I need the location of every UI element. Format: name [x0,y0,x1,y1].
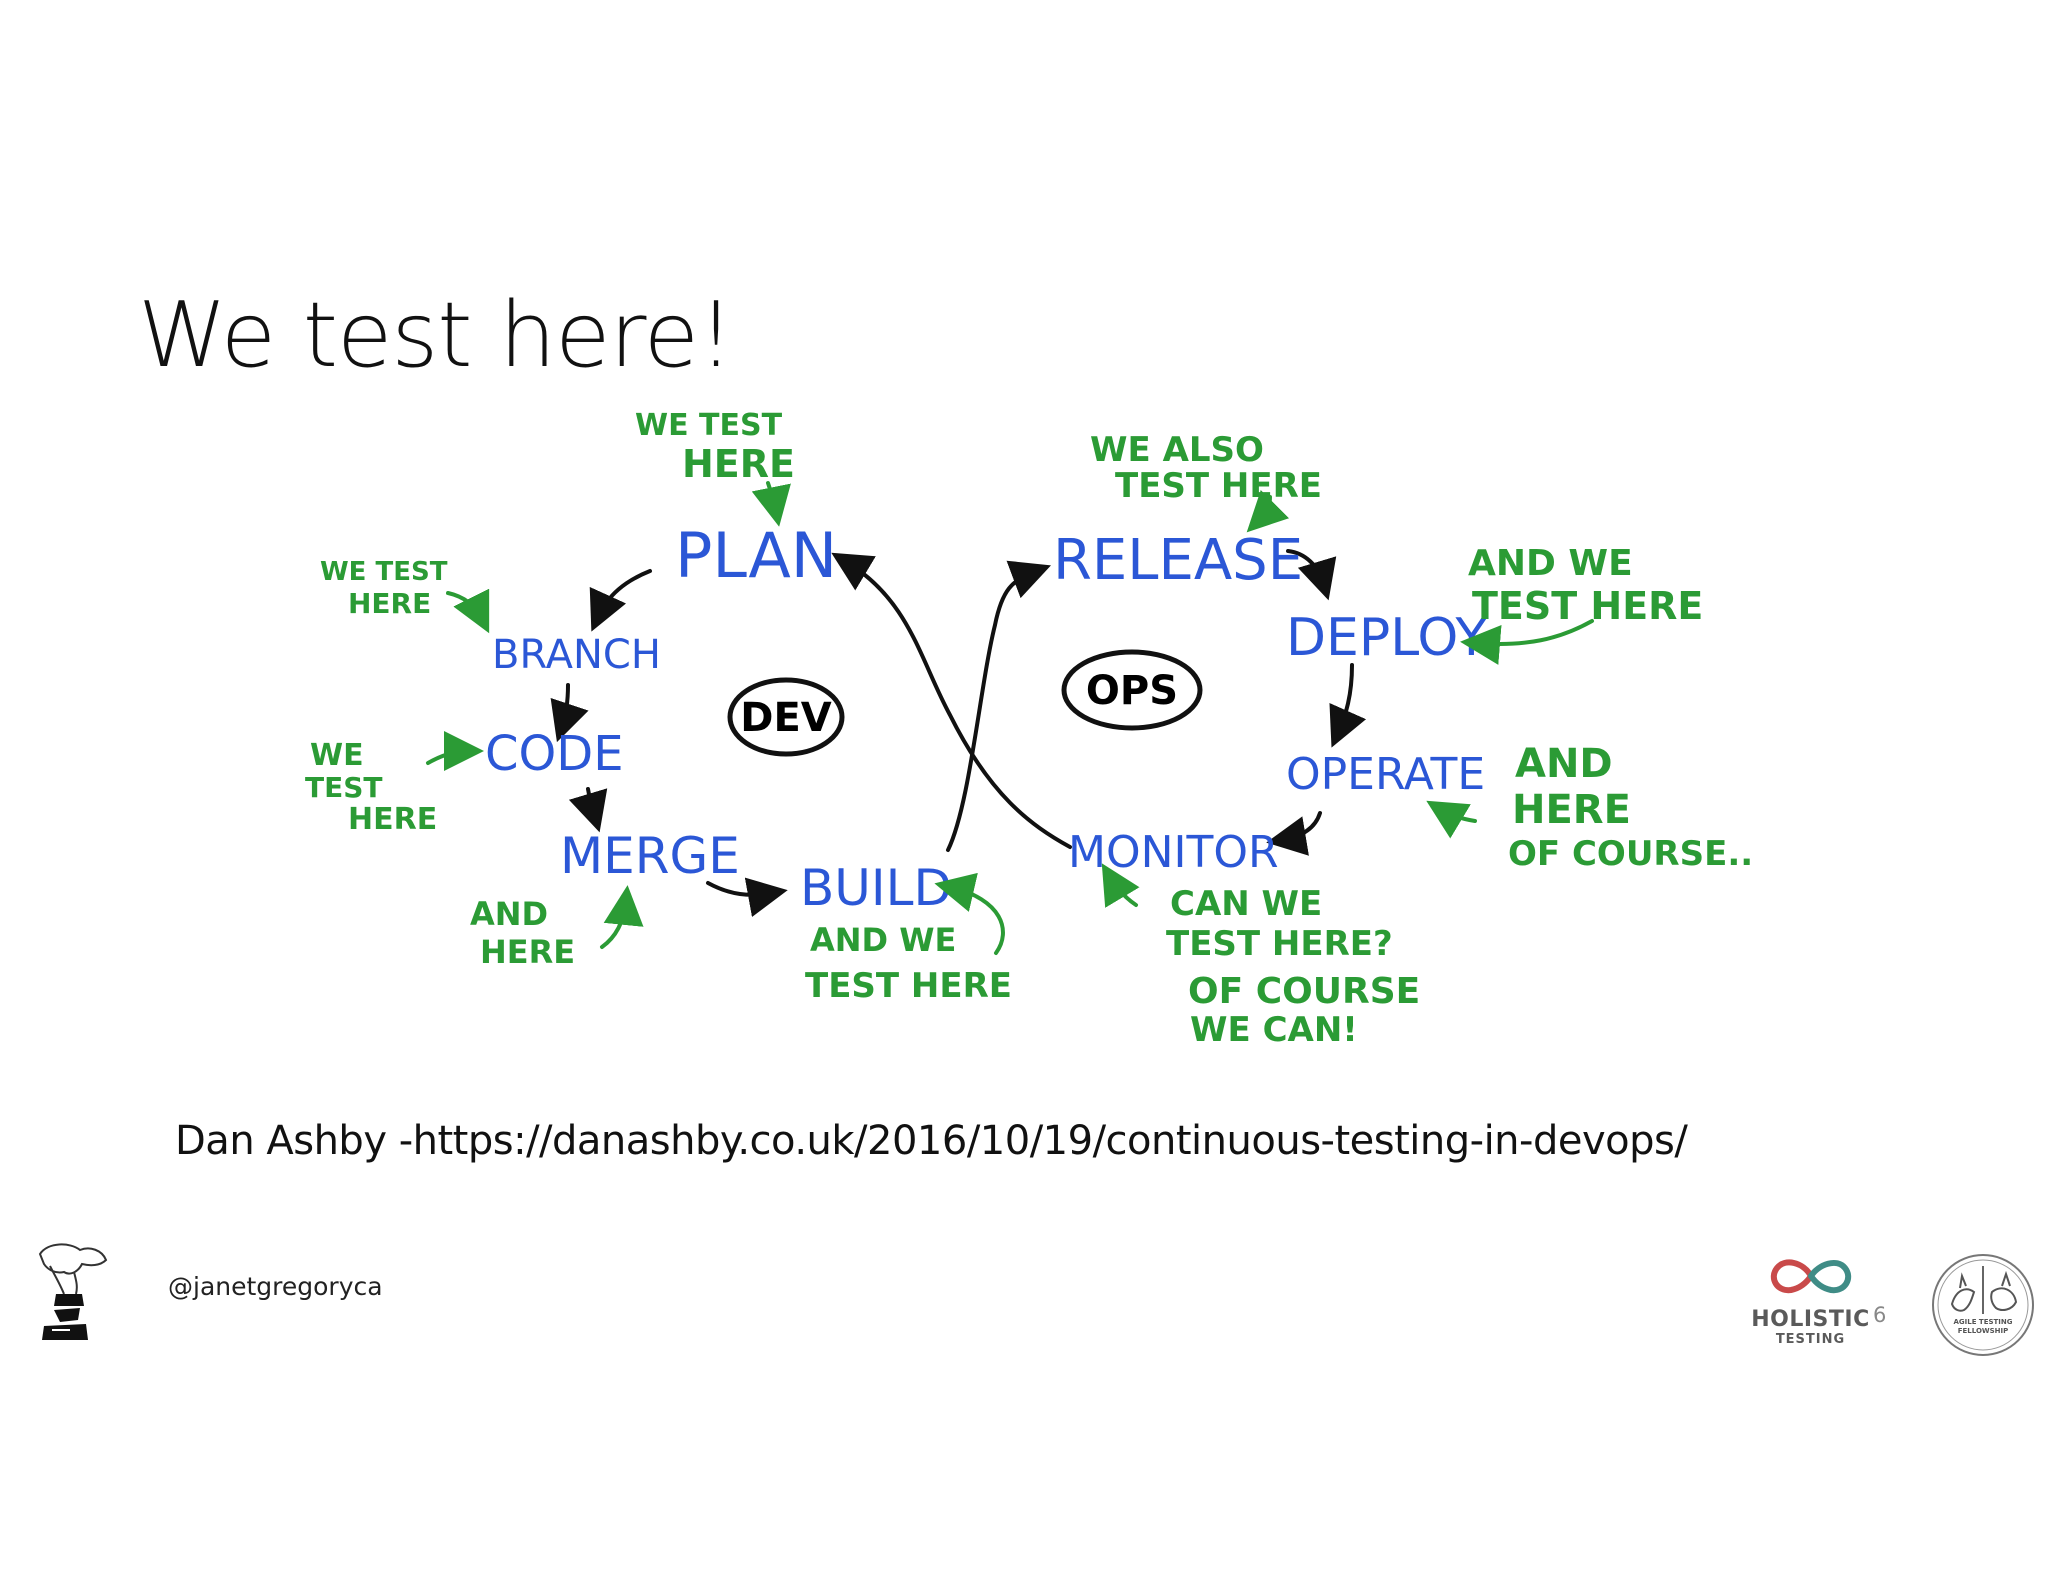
note-operate-line1: AND [1515,741,1613,787]
note-merge-line1: AND [470,895,548,933]
stage-deploy: DEPLOY [1286,608,1487,668]
note-deploy-line1: AND WE [1468,543,1633,584]
note-plan-line2: HERE [682,442,795,486]
note-branch-line2: HERE [348,587,431,620]
note-branch-arrow [448,593,482,619]
devops-loop-svg: DEV OPS PLAN BRANCH CODE MERGE BUILD REL… [290,385,1760,1060]
author-handle: @janetgregoryca [168,1272,383,1301]
note-build-arrow [950,887,1003,953]
note-code-line3: HERE [348,802,437,837]
note-release-line1: WE ALSO [1090,430,1264,470]
note-code-line2: TEST [305,771,383,804]
author-sketch-logo [30,1236,112,1346]
slide-title: We test here! [138,286,733,385]
holistic-sub: TESTING [1748,1332,1873,1347]
fellowship-text-1: AGILE TESTING [1953,1318,2012,1326]
infinity-icon [1763,1250,1859,1302]
note-monitor-line2: TEST HERE? [1166,924,1393,964]
page-number: 6 [1873,1303,1886,1327]
stage-merge: MERGE [560,827,740,885]
note-merge-line2: HERE [480,933,575,971]
fellowship-text-2: FELLOWSHIP [1958,1327,2009,1335]
deploy-to-operate-arrow [1338,665,1352,733]
stage-release: RELEASE [1053,528,1303,593]
stage-operate: OPERATE [1286,749,1485,800]
note-build-line2: TEST HERE [805,966,1012,1006]
note-merge-arrow [602,901,626,947]
note-release-line2: TEST HERE [1115,466,1322,506]
stage-build: BUILD [800,859,952,917]
ops-label: OPS [1086,668,1178,714]
stage-plan: PLAN [675,519,837,592]
branch-to-code-arrow [562,685,568,727]
note-plan-arrow [768,483,776,511]
stage-monitor: MONITOR [1068,827,1279,878]
note-monitor-line3: OF COURSE [1188,971,1420,1012]
stage-branch: BRANCH [492,632,661,678]
note-operate-arrow [1440,809,1475,821]
code-to-merge-arrow [588,789,595,817]
dev-label: DEV [740,695,832,741]
note-branch-line1: WE TEST [320,557,448,587]
holistic-testing-logo: HOLISTIC TESTING [1748,1250,1873,1355]
note-monitor-line4: WE CAN! [1190,1010,1358,1050]
plan-to-branch-arrow [598,571,650,617]
devops-infinity-diagram: DEV OPS PLAN BRANCH CODE MERGE BUILD REL… [290,385,1760,1060]
note-operate-line3: OF COURSE.. [1508,834,1753,874]
note-code-arrow [428,751,468,763]
note-build-line1: AND WE [810,921,956,959]
note-monitor-arrow [1110,877,1136,905]
source-citation: Dan Ashby -https://danashby.co.uk/2016/1… [175,1118,1687,1164]
note-plan-line1: WE TEST [635,408,783,443]
note-code-line1: WE [310,738,364,773]
note-operate-line2: HERE [1512,787,1631,833]
agile-testing-fellowship-logo: AGILE TESTING FELLOWSHIP [1930,1252,2036,1358]
operate-to-monitor-arrow [1282,813,1320,840]
monitor-to-plan-arrow [845,561,1070,847]
build-to-release-arrow [948,571,1036,850]
note-monitor-line1: CAN WE [1170,884,1322,924]
holistic-word: HOLISTIC [1748,1307,1873,1332]
stage-code: CODE [485,726,624,782]
